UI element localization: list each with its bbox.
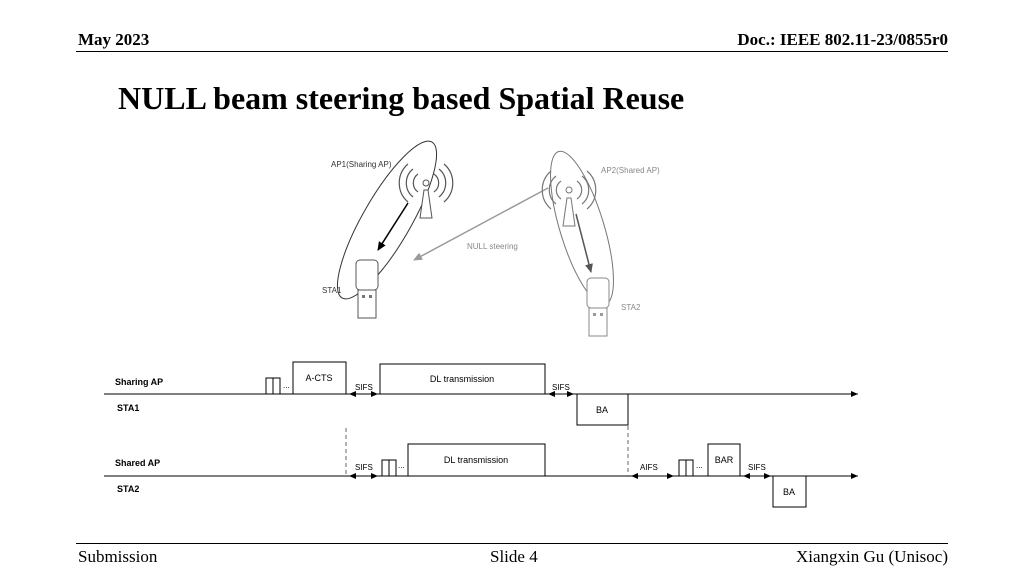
- ap1-label: AP1(Sharing AP): [331, 160, 392, 169]
- aifs-label: AIFS: [640, 463, 658, 472]
- backoff-slot: [272, 377, 281, 395]
- sifs-label: SIFS: [748, 463, 766, 472]
- backoff-ellipsis: ...: [398, 461, 405, 470]
- ap1-device-icon: [398, 163, 454, 219]
- sta2-ba-frame: [772, 475, 807, 508]
- ap2-to-sta2-arrow: [575, 213, 593, 273]
- header-doc-id: Doc.: IEEE 802.11-23/0855r0: [737, 30, 948, 49]
- sta2-ba-label: BA: [783, 487, 795, 497]
- footer-rule: [76, 543, 948, 544]
- sta1-device-icon: [355, 259, 379, 319]
- header-rule: [76, 51, 948, 52]
- sta1-ba-frame: [576, 393, 629, 426]
- footer-submission: Submission: [78, 547, 158, 566]
- ap1-to-sta1-arrow: [377, 202, 409, 251]
- backoff-ellipsis: ...: [696, 461, 703, 470]
- backoff-slot: [678, 459, 687, 477]
- acts-label: A-CTS: [306, 373, 333, 383]
- shared-ap-row-label: Shared AP: [115, 458, 160, 468]
- ap2-device-icon: [541, 170, 597, 227]
- backoff-slot: [388, 459, 397, 477]
- sifs-label: SIFS: [355, 463, 373, 472]
- sta1-topology-label: STA1: [322, 286, 342, 295]
- dl-transmission-frame: [379, 363, 546, 395]
- null-steering-label: NULL steering: [467, 242, 518, 251]
- timing-diagram: Sharing AP STA1 Shared AP STA2 ... A-CTS…: [104, 361, 858, 508]
- ap1-beam: [336, 140, 438, 300]
- sharing-ap-row-label: Sharing AP: [115, 377, 163, 387]
- bar-frame: [707, 443, 741, 477]
- topology: AP1(Sharing AP) AP2(Shared AP) NULL stee…: [322, 140, 660, 337]
- slide-title: NULL beam steering based Spatial Reuse: [118, 80, 685, 116]
- null-steering-arrow: [413, 187, 549, 261]
- sifs-label: SIFS: [552, 383, 570, 392]
- dl-transmission-label: DL transmission: [444, 455, 508, 465]
- backoff-slot: [685, 459, 694, 477]
- sta1-ba-label: BA: [596, 405, 608, 415]
- sta1-row-label: STA1: [117, 403, 139, 413]
- acts-frame: [292, 361, 347, 395]
- sta2-device-icon: [586, 277, 610, 337]
- bar-label: BAR: [715, 455, 734, 465]
- header-date: May 2023: [78, 30, 150, 49]
- backoff-slot: [265, 377, 274, 395]
- footer-slide-number: Slide 4: [490, 547, 538, 566]
- sifs-label: SIFS: [355, 383, 373, 392]
- backoff-ellipsis: ...: [283, 381, 290, 390]
- dl-transmission-frame: [407, 443, 546, 477]
- dl-transmission-label: DL transmission: [430, 374, 494, 384]
- footer-author: Xiangxin Gu (Unisoc): [795, 547, 948, 566]
- sta2-row-label: STA2: [117, 484, 139, 494]
- backoff-slot: [381, 459, 390, 477]
- ap2-label: AP2(Shared AP): [601, 166, 660, 175]
- sta2-topology-label: STA2: [621, 303, 641, 312]
